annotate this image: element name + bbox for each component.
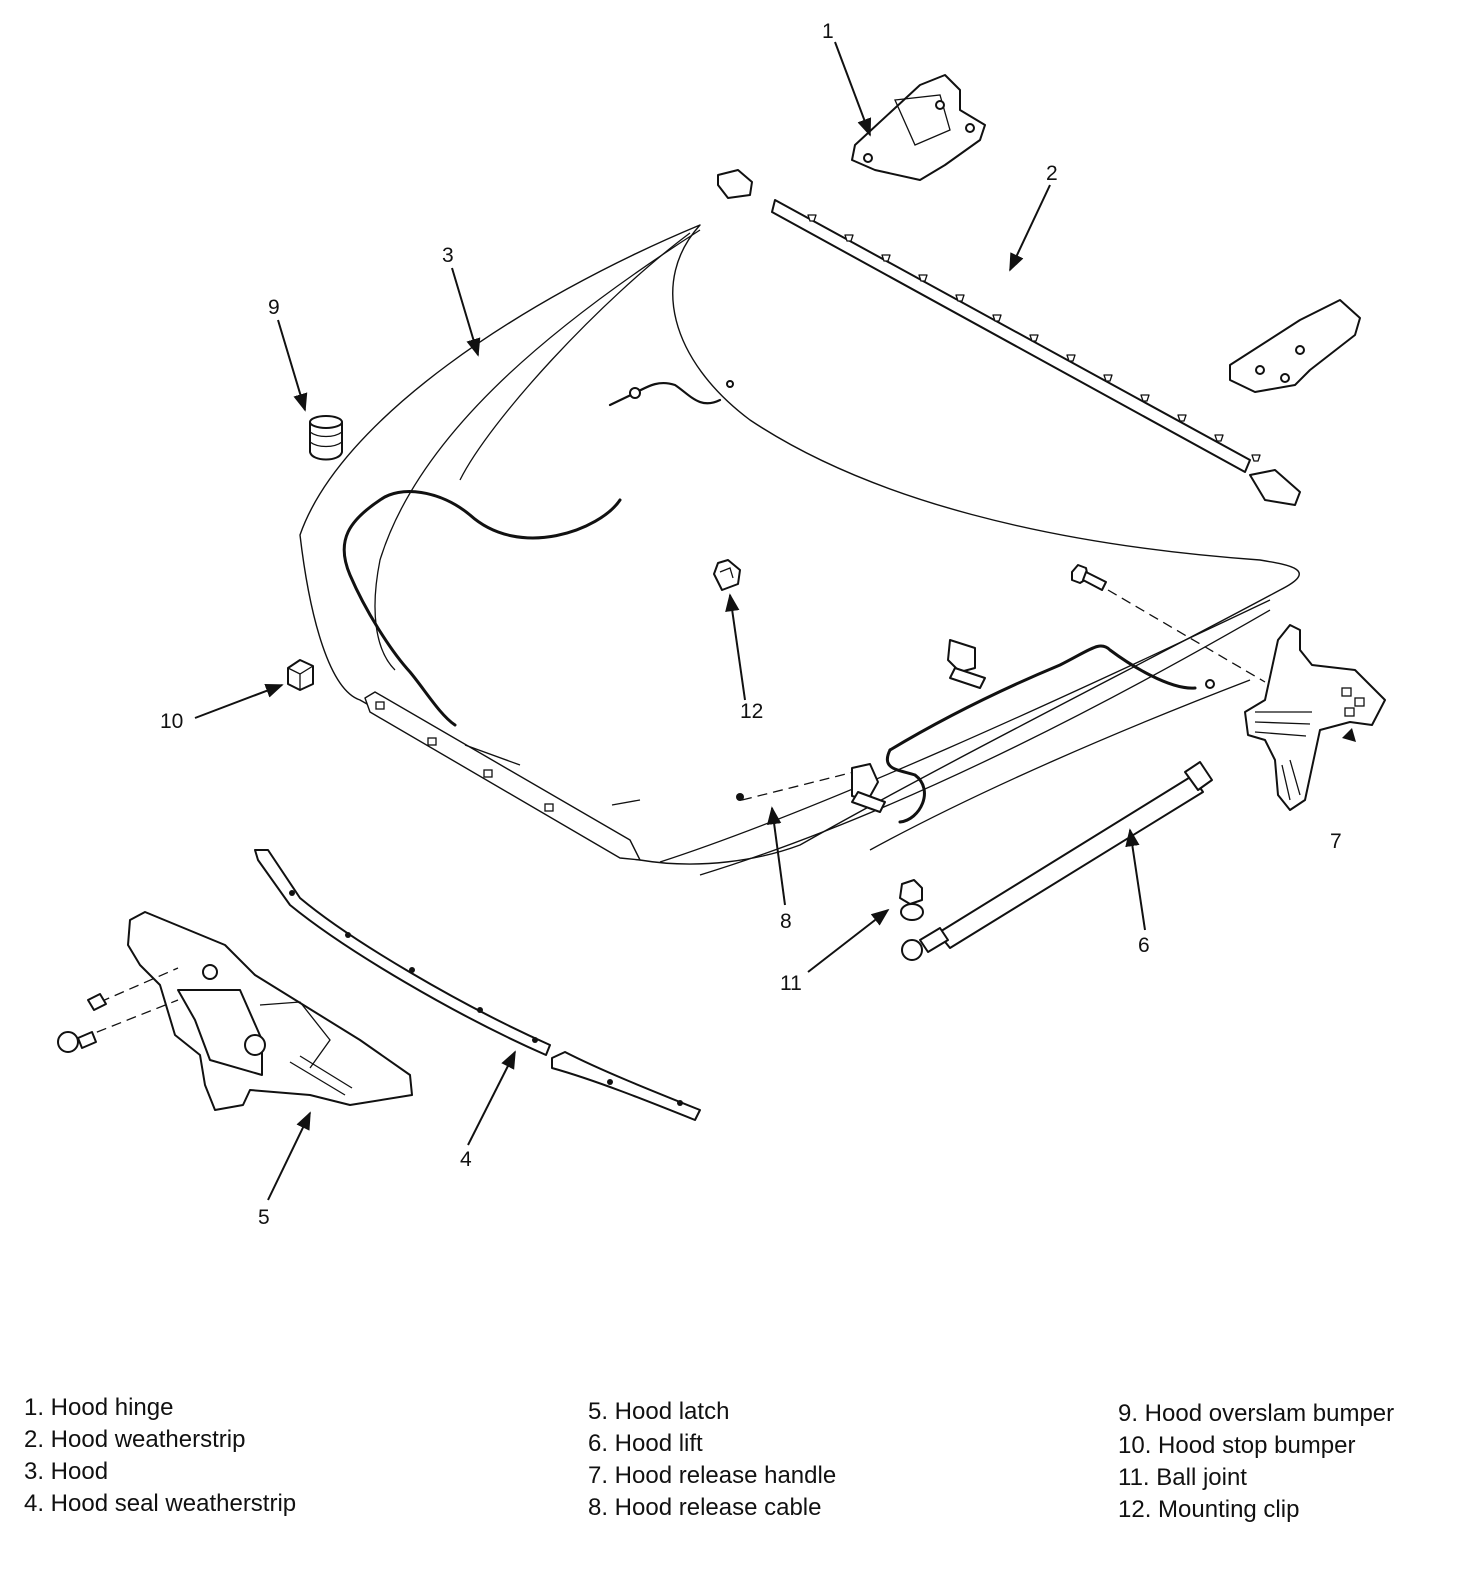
legend-column-3: 9. Hood overslam bumper 10. Hood stop bu… (1118, 1398, 1394, 1526)
callout-8: 8 (780, 910, 792, 933)
legend-item: 7. Hood release handle (588, 1462, 837, 1489)
legend-item: 11. Ball joint (1118, 1464, 1247, 1491)
legend-item: 9. Hood overslam bumper (1118, 1400, 1395, 1427)
callout-11: 11 (780, 972, 802, 995)
weatherstrip-clip (955, 294, 965, 302)
cable-clip (851, 763, 886, 813)
seal-fastener (289, 890, 295, 896)
handle-bolt (1071, 564, 1266, 683)
hood-latch (57, 911, 413, 1111)
legend-item: 12. Mounting clip (1118, 1496, 1300, 1523)
weatherstrip-clip (1177, 414, 1187, 422)
mounting-clip (713, 559, 741, 591)
weatherstrip-clip (881, 254, 891, 262)
weatherstrip-clip (1214, 434, 1224, 442)
weatherstrip-clip (1140, 394, 1150, 402)
weatherstrip-clip (844, 234, 854, 242)
callout-10: 10 (160, 710, 183, 733)
callout-4: 4 (460, 1148, 472, 1171)
hood-release-handle (1244, 624, 1386, 811)
callout-5: 5 (258, 1206, 270, 1229)
hood-stop-bumper (287, 659, 314, 691)
seal-fastener (607, 1079, 613, 1085)
weatherstrip-clip (1029, 334, 1039, 342)
callout-2: 2 (1046, 162, 1058, 185)
weatherstrip-clip (992, 314, 1002, 322)
callout-1: 1 (822, 20, 834, 43)
legend-item: 2. Hood weatherstrip (24, 1426, 246, 1453)
seal-fastener (409, 967, 415, 973)
seal-fastener (532, 1037, 538, 1043)
legend-column-2: 5. Hood latch 6. Hood lift 7. Hood relea… (588, 1396, 836, 1524)
weatherstrip-clip (1251, 454, 1261, 462)
weatherstrip-clip (1066, 354, 1076, 362)
weatherstrip-clip (807, 214, 817, 222)
hood-hinge-2 (1229, 299, 1361, 393)
legend-item: 4. Hood seal weatherstrip (24, 1490, 297, 1517)
seal-fastener (345, 932, 351, 938)
legend-item: 8. Hood release cable (588, 1494, 822, 1521)
callout-6: 6 (1138, 934, 1150, 957)
hood-overslam-bumper (309, 415, 343, 461)
callout-9: 9 (268, 296, 280, 319)
hood-lift (901, 761, 1213, 961)
weatherstrip-clip (918, 274, 928, 282)
legend-item: 3. Hood (24, 1458, 109, 1485)
hood-panel (299, 224, 1300, 876)
cable-clip (947, 639, 986, 689)
seal-fastener (477, 1007, 483, 1013)
hood-weatherstrip (717, 169, 1301, 506)
hood-hinge-1 (851, 74, 986, 181)
callout-3: 3 (442, 244, 454, 267)
weatherstrip-clips (807, 214, 1261, 462)
ball-joint (899, 879, 924, 921)
callout-12: 12 (740, 700, 763, 723)
hood-release-cable (342, 380, 1215, 824)
hood-exploded-diagram: 1 2 3 9 10 12 7 8 11 6 4 5 (57, 20, 1386, 1229)
legend-item: 6. Hood lift (588, 1430, 703, 1457)
legend-item: 1. Hood hinge (24, 1394, 174, 1421)
callout-7: 7 (1330, 830, 1342, 853)
seal-fasteners (289, 890, 683, 1106)
seal-fastener (677, 1100, 683, 1106)
leader-arrows (194, 41, 1146, 1201)
legend-item: 10. Hood stop bumper (1118, 1432, 1356, 1459)
legend-column-1: 1. Hood hinge 2. Hood weatherstrip 3. Ho… (24, 1392, 296, 1520)
legend-item: 5. Hood latch (588, 1398, 730, 1425)
weatherstrip-clip (1103, 374, 1113, 382)
